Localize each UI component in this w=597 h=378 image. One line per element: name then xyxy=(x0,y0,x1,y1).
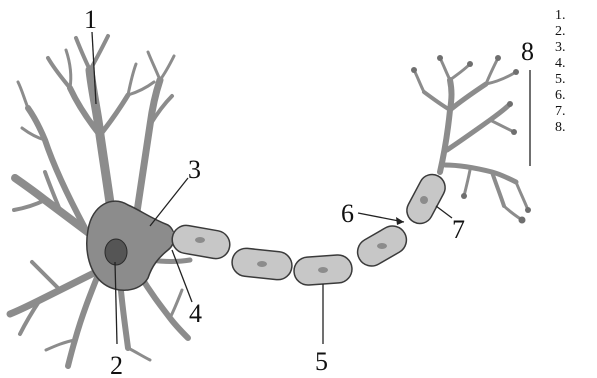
nucleus xyxy=(105,239,127,265)
answer-item-7: 7. xyxy=(555,104,596,120)
callout-3: 3 xyxy=(188,155,201,184)
dendrites xyxy=(10,36,190,366)
answer-number: 3. xyxy=(555,40,566,55)
answer-number: 8. xyxy=(555,120,566,135)
myelin-sheath xyxy=(170,170,450,286)
leader-3 xyxy=(150,178,188,226)
answer-number: 7. xyxy=(555,104,566,119)
arrowhead-6 xyxy=(396,217,404,225)
callout-7: 7 xyxy=(452,215,465,244)
answer-item-3: 3. xyxy=(555,40,596,56)
answer-item-4: 4. xyxy=(555,56,596,72)
answer-number: 2. xyxy=(555,24,566,39)
answer-number: 5. xyxy=(555,72,566,87)
answer-list: 1. 2. 3. 4. 5. 6. 7. 8. xyxy=(555,8,596,136)
callout-6: 6 xyxy=(341,199,354,228)
answer-item-2: 2. xyxy=(555,24,596,40)
callout-4: 4 xyxy=(189,299,202,328)
leader-7 xyxy=(436,206,452,218)
callout-2: 2 xyxy=(110,351,123,378)
cell-body xyxy=(87,201,174,290)
answer-item-5: 5. xyxy=(555,72,596,88)
callout-8: 8 xyxy=(521,37,534,66)
answer-number: 6. xyxy=(555,88,566,103)
answer-number: 1. xyxy=(555,8,566,23)
callout-1: 1 xyxy=(84,5,97,34)
answer-number: 4. xyxy=(555,56,566,71)
answer-item-6: 6. xyxy=(555,88,596,104)
answer-item-1: 1. xyxy=(555,8,596,24)
answer-item-8: 8. xyxy=(555,120,596,136)
callout-5: 5 xyxy=(315,347,328,376)
